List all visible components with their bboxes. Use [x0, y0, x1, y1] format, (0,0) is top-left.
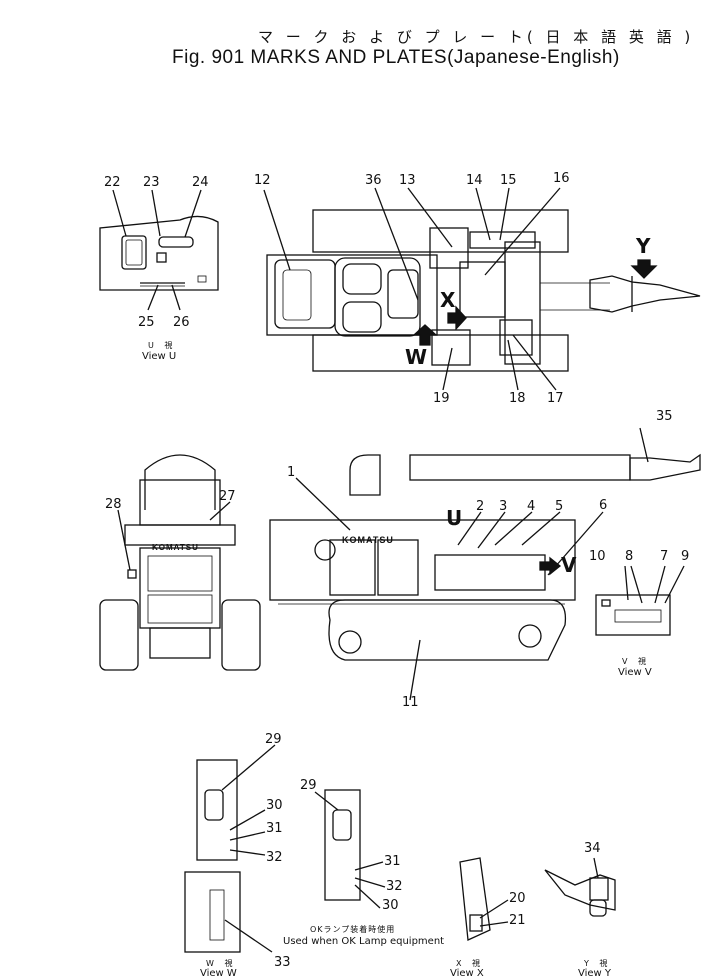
plan-view-drawing	[266, 209, 701, 372]
callout-26: 26	[173, 315, 190, 330]
callout-12: 12	[254, 173, 271, 188]
callout-32b: 32	[386, 879, 403, 894]
callout-33: 33	[274, 955, 291, 970]
view-x-drawing	[459, 857, 491, 941]
view-letter-x: X	[440, 288, 456, 312]
callout-6: 6	[599, 498, 608, 513]
callout-35: 35	[656, 409, 673, 424]
view-x-caption-en: View X	[450, 968, 484, 979]
callout-29b: 29	[300, 778, 317, 793]
view-u-caption-jp: U 視	[148, 341, 177, 350]
callout-9: 9	[681, 549, 690, 564]
callout-16: 16	[553, 171, 570, 186]
callout-11: 11	[402, 695, 419, 710]
callout-13: 13	[399, 173, 416, 188]
callout-2: 2	[476, 499, 485, 514]
view-w-caption-jp: W 視	[206, 959, 237, 968]
callout-24: 24	[192, 175, 209, 190]
callout-21: 21	[509, 913, 526, 928]
view-v-caption-en: View V	[618, 667, 652, 678]
view-v-drawing	[595, 594, 671, 636]
view-letter-u: U	[446, 506, 463, 530]
callout-36: 36	[365, 173, 382, 188]
callout-3: 3	[499, 499, 508, 514]
ok-lamp-note-en: Used when OK Lamp equipment	[283, 936, 445, 947]
callout-30b: 30	[382, 898, 399, 913]
callout-29: 29	[265, 732, 282, 747]
view-y-caption-en: View Y	[578, 968, 612, 979]
view-w-drawing	[184, 759, 241, 953]
callout-27: 27	[219, 489, 236, 504]
callout-20: 20	[509, 891, 526, 906]
title-japanese: マ ー ク お よ び プ レ ー ト( 日 本 語 英 語 )	[258, 28, 695, 46]
callout-14: 14	[466, 173, 483, 188]
side-view-drawing	[269, 453, 701, 661]
brand-label-front: KOMATSU	[152, 543, 199, 552]
view-letter-w: W	[405, 345, 428, 369]
front-view-drawing	[99, 454, 261, 671]
callout-8: 8	[625, 549, 634, 564]
callout-22: 22	[104, 175, 121, 190]
callout-17: 17	[547, 391, 564, 406]
callout-4: 4	[527, 499, 536, 514]
view-y-caption-jp: Y 視	[584, 959, 612, 968]
brand-label-side: KOMATSU	[342, 535, 394, 545]
view-w-caption-en: View W	[200, 968, 237, 979]
callout-10: 10	[589, 549, 606, 564]
callout-28: 28	[105, 497, 122, 512]
callout-19: 19	[433, 391, 450, 406]
view-x-caption-jp: X 視	[456, 959, 485, 968]
title-english: Fig. 901 MARKS AND PLATES(Japanese-Engli…	[172, 47, 620, 68]
ok-lamp-drawing	[324, 789, 361, 901]
view-y-drawing	[544, 869, 616, 917]
callout-1: 1	[287, 465, 296, 480]
view-u-drawing	[99, 215, 219, 291]
view-v-caption-jp: V 視	[622, 657, 651, 666]
ok-lamp-note-jp: OKランプ装着時使用	[310, 925, 396, 934]
view-u-caption-en: View U	[142, 351, 177, 362]
callout-34: 34	[584, 841, 601, 856]
view-letter-v: V	[561, 553, 577, 577]
leader-lines	[112, 187, 685, 953]
callout-31b: 31	[384, 854, 401, 869]
callout-32: 32	[266, 850, 283, 865]
callout-7: 7	[660, 549, 669, 564]
callout-30: 30	[266, 798, 283, 813]
callout-5: 5	[555, 499, 564, 514]
callout-18: 18	[509, 391, 526, 406]
callout-15: 15	[500, 173, 517, 188]
callout-25: 25	[138, 315, 155, 330]
callout-23: 23	[143, 175, 160, 190]
view-letter-y: Y	[636, 234, 651, 258]
callout-31: 31	[266, 821, 283, 836]
